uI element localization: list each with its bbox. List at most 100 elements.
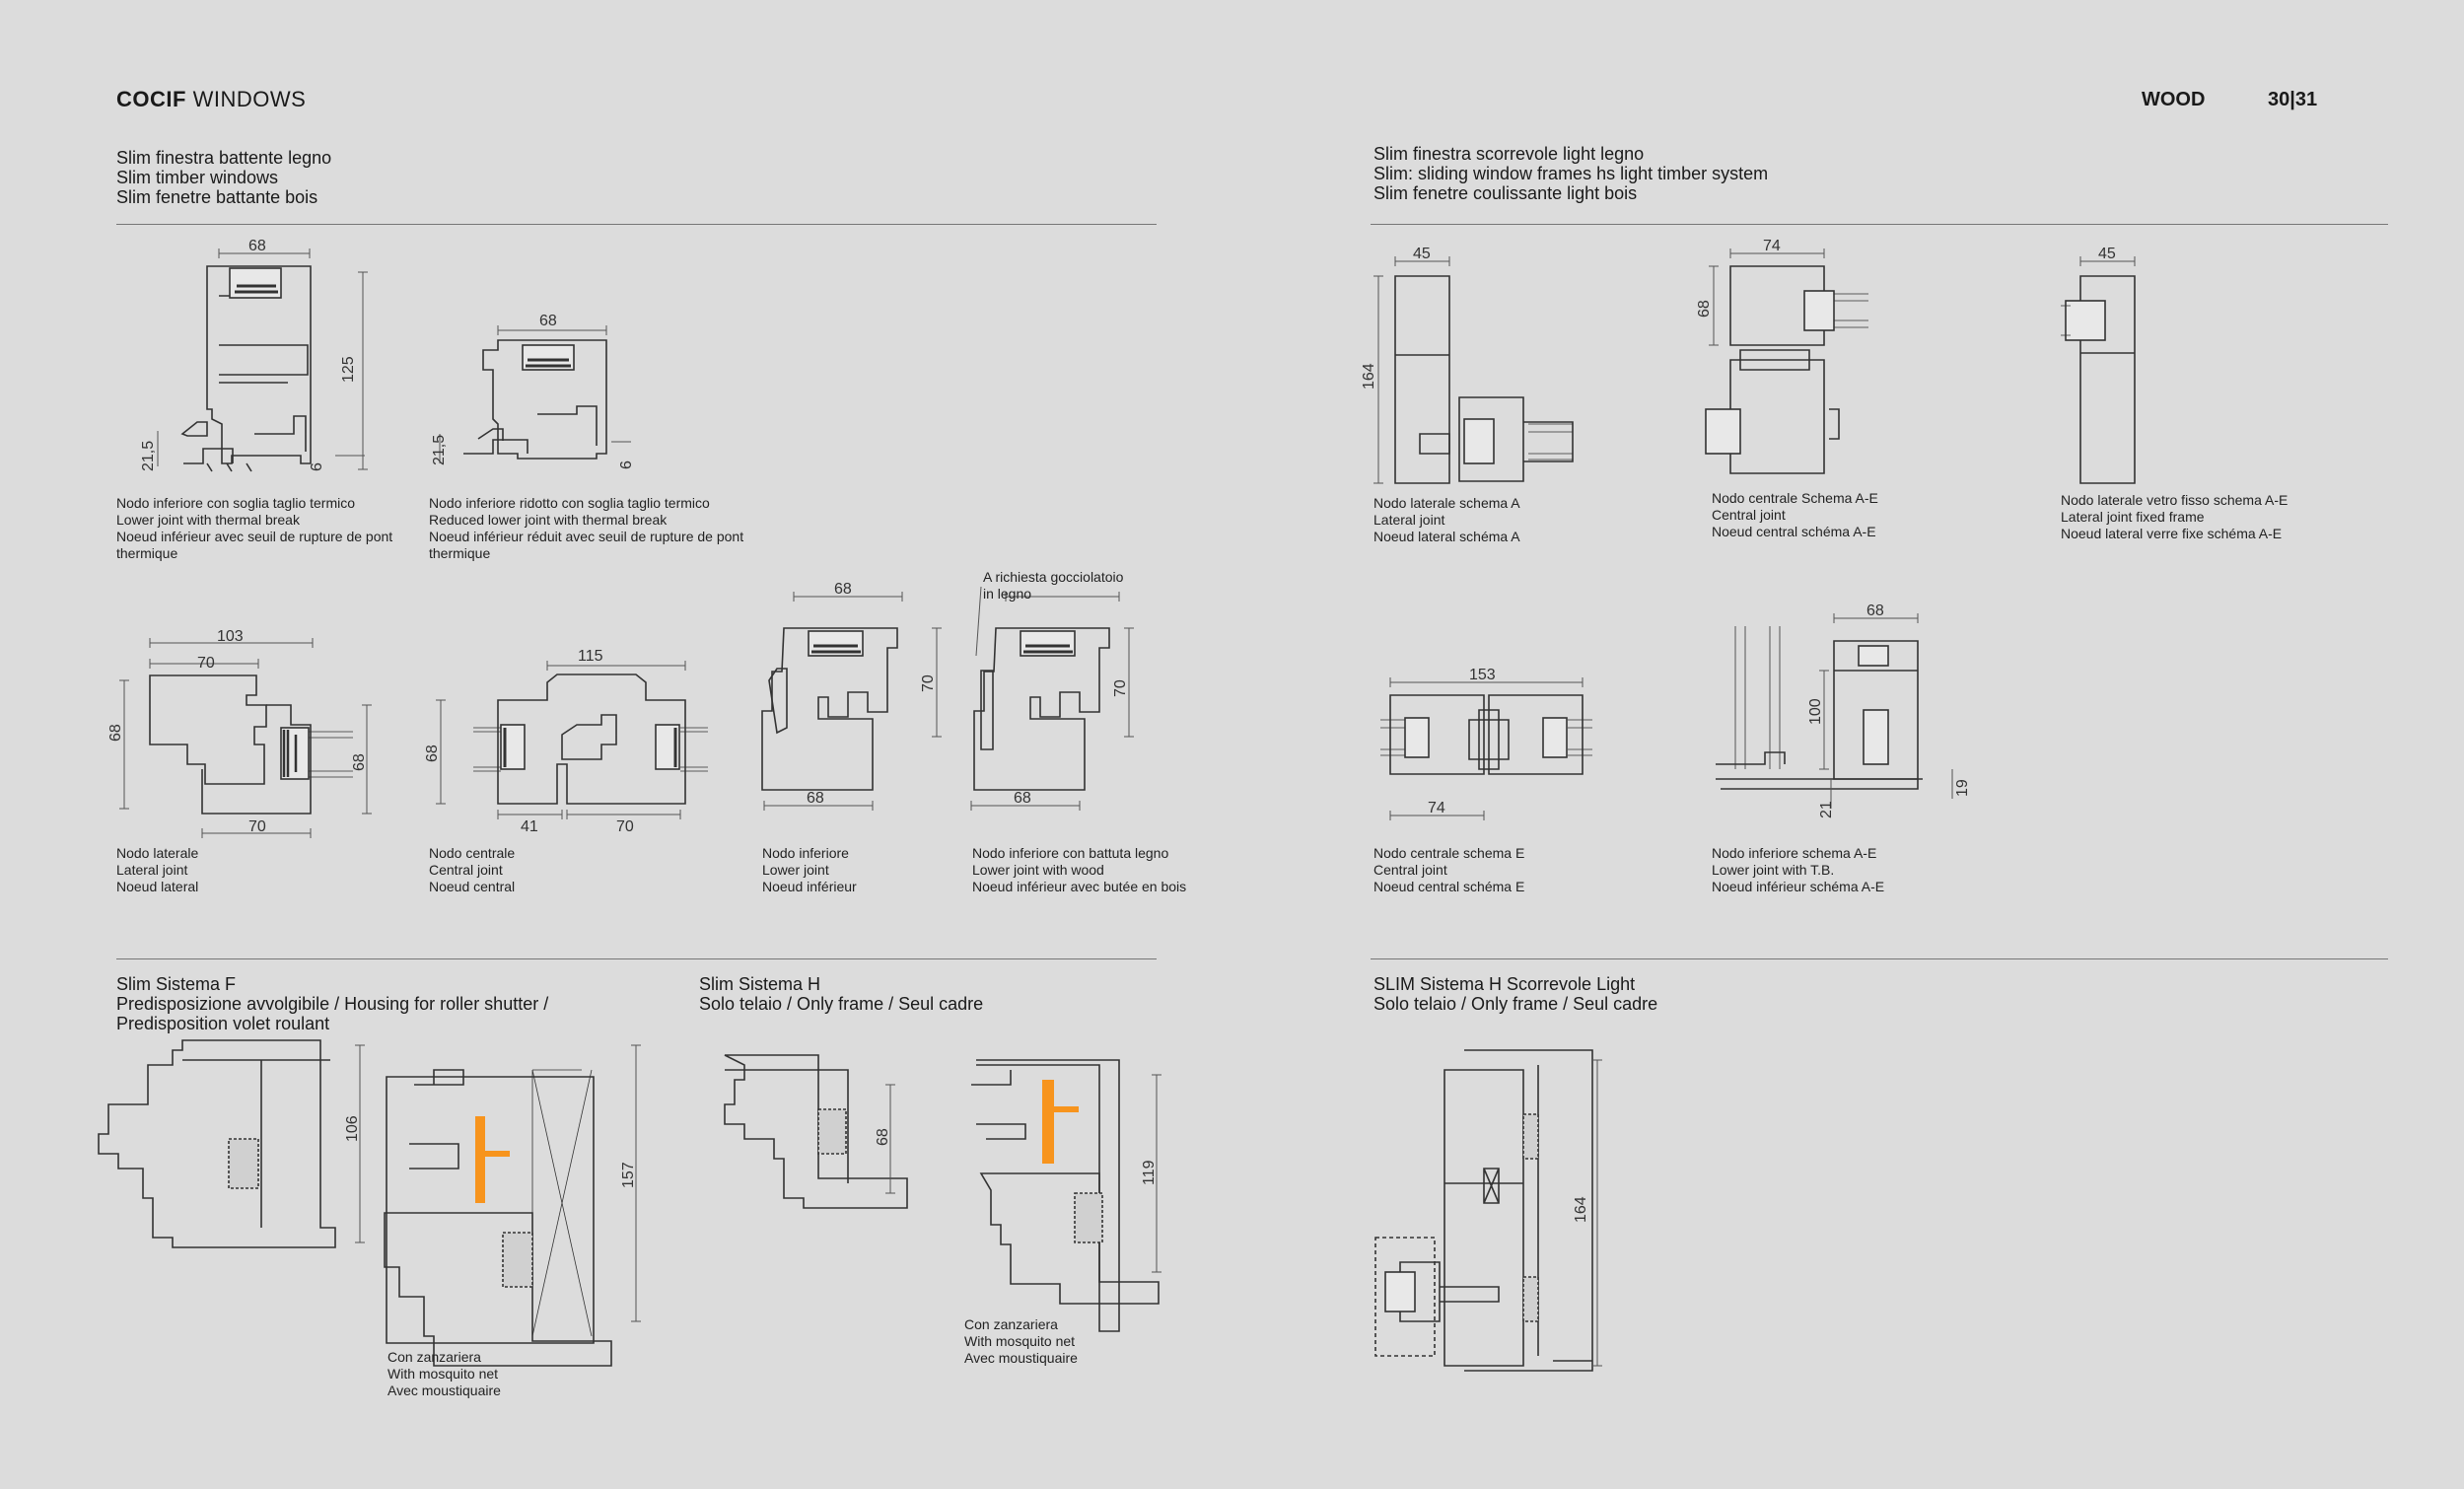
dim-68: 68 xyxy=(1014,790,1031,807)
drawing-lateral-joint xyxy=(149,674,353,815)
heading-line: Slim Sistema H xyxy=(699,974,821,994)
drawing-slide-lateral-fixed xyxy=(2061,275,2136,484)
caption-line: Nodo inferiore con soglia taglio termico xyxy=(116,495,356,511)
right-title-fr: Slim fenetre coulissante light bois xyxy=(1373,183,1638,203)
caption-line: Nodo laterale schema A xyxy=(1373,495,1520,511)
caption-line: Nodo centrale xyxy=(429,845,516,861)
dim-68: 68 xyxy=(1866,603,1884,619)
heading-line: Solo telaio / Only frame / Seul cadre xyxy=(1373,994,1658,1014)
drawing-slide-central-ae xyxy=(1705,265,1868,474)
dim-100: 100 xyxy=(1807,698,1824,725)
left-bottom-rule xyxy=(116,958,1157,959)
dim-45: 45 xyxy=(2098,246,2116,262)
caption-slide-lower-ae: Nodo inferiore schema A-E Lower joint wi… xyxy=(1712,845,1884,895)
caption-line: thermique xyxy=(429,545,491,561)
dim-45: 45 xyxy=(1413,246,1431,262)
dim-21: 21 xyxy=(1818,801,1835,818)
caption-line: Lower joint xyxy=(762,862,829,878)
caption-line: Central joint xyxy=(1712,507,1786,523)
caption-line: Lateral joint xyxy=(116,862,188,878)
annotation-line: A richiesta gocciolatoio xyxy=(983,569,1124,585)
caption-line: Lateral joint xyxy=(1373,512,1445,528)
caption-line: Noeud inférieur avec seuil de rupture de… xyxy=(116,529,393,544)
caption-line: Lower joint with T.B. xyxy=(1712,862,1835,878)
brand-light: WINDOWS xyxy=(185,87,307,111)
annotation-line: in legno xyxy=(983,586,1032,602)
caption-line: Noeud inférieur avec butée en bois xyxy=(972,879,1187,894)
caption-line: Nodo centrale Schema A-E xyxy=(1712,490,1878,506)
caption-line: Noeud central schéma E xyxy=(1373,879,1525,894)
caption-line: Nodo laterale vetro fisso schema A-E xyxy=(2061,492,2288,508)
caption-line: Nodo laterale xyxy=(116,845,199,861)
dim-68: 68 xyxy=(807,790,824,807)
dim-70: 70 xyxy=(920,674,937,692)
drawing-sistema-f xyxy=(98,1039,612,1367)
dim-164: 164 xyxy=(1361,363,1377,390)
right-title-it: Slim finestra scorrevole light legno xyxy=(1373,144,1645,164)
right-title-en: Slim: sliding window frames hs light tim… xyxy=(1373,164,1769,183)
caption-line: Avec moustiquaire xyxy=(387,1383,501,1398)
caption-line: Noeud inférieur schéma A-E xyxy=(1712,879,1885,894)
heading-line: Solo telaio / Only frame / Seul cadre xyxy=(699,994,984,1014)
caption-line: Nodo inferiore xyxy=(762,845,849,861)
sistema-f-heading: Slim Sistema F Predisposizione avvolgibi… xyxy=(116,974,548,1033)
drawing-lower-joint-wood xyxy=(973,627,1110,791)
heading-line: Slim Sistema F xyxy=(116,974,237,994)
dim-6: 6 xyxy=(618,461,635,469)
caption-line: With mosquito net xyxy=(964,1333,1076,1349)
dim-115: 115 xyxy=(578,648,603,665)
caption-line: Con zanzariera xyxy=(387,1349,481,1365)
category-label: WOOD xyxy=(2142,89,2206,110)
caption-line: Con zanzariera xyxy=(964,1316,1058,1332)
caption-line: Noeud lateral xyxy=(116,879,199,894)
drawing-slide-lower-ae xyxy=(1716,626,1923,790)
caption-slide-central-ae: Nodo centrale Schema A-E Central joint N… xyxy=(1712,490,1878,540)
caption-lateral: Nodo laterale Lateral joint Noeud latera… xyxy=(116,845,198,895)
dim-68: 68 xyxy=(539,313,557,329)
drawing-sistema-h xyxy=(724,1054,1160,1332)
dim-70: 70 xyxy=(197,655,215,672)
caption-line: Nodo centrale schema E xyxy=(1373,845,1525,861)
caption-line: Noeud inférieur réduit avec seuil de rup… xyxy=(429,529,744,544)
caption-central: Nodo centrale Central joint Noeud centra… xyxy=(429,845,515,895)
caption-line: Reduced lower joint with thermal break xyxy=(429,512,668,528)
caption-line: Nodo inferiore ridotto con soglia taglio… xyxy=(429,495,710,511)
dim-6: 6 xyxy=(309,462,325,471)
caption-line: Noeud inférieur xyxy=(762,879,857,894)
dim-153: 153 xyxy=(1469,667,1496,683)
page-number: 30|31 xyxy=(2268,89,2318,110)
caption-line: Central joint xyxy=(429,862,503,878)
dim-70: 70 xyxy=(248,818,266,835)
left-title-en: Slim timber windows xyxy=(116,168,279,187)
drawing-lower-joint xyxy=(761,627,898,791)
caption-line: Noeud lateral verre fixe schéma A-E xyxy=(2061,526,2283,541)
caption-line: Noeud central xyxy=(429,879,516,894)
drip-annotation: A richiesta gocciolatoio in legno xyxy=(983,569,1123,603)
caption-line: Central joint xyxy=(1373,862,1447,878)
dim-68: 68 xyxy=(351,753,368,771)
caption-slide-lateral-fixed: Nodo laterale vetro fisso schema A-E Lat… xyxy=(2061,492,2288,542)
caption-line: Lateral joint fixed frame xyxy=(2061,509,2205,525)
dim-68: 68 xyxy=(424,744,441,762)
dim-164: 164 xyxy=(1573,1196,1589,1223)
drawing-reduced-lower-joint xyxy=(463,339,607,460)
caption-slide-central-e: Nodo centrale schema E Central joint Noe… xyxy=(1373,845,1524,895)
caption-mosquito-f: Con zanzariera With mosquito net Avec mo… xyxy=(387,1349,501,1399)
drawing-lower-joint-thermal xyxy=(180,265,312,472)
left-title-fr: Slim fenetre battante bois xyxy=(116,187,318,207)
caption-lower: Nodo inferiore Lower joint Noeud inférie… xyxy=(762,845,857,895)
dim-21-5: 21,5 xyxy=(431,435,448,465)
drawing-slide-sistema-h xyxy=(1374,1049,1593,1372)
heading-line: Predisposition volet roulant xyxy=(116,1014,330,1033)
caption-line: With mosquito net xyxy=(387,1366,499,1382)
caption-reduced-lower: Nodo inferiore ridotto con soglia taglio… xyxy=(429,495,743,562)
dim-41: 41 xyxy=(521,818,538,835)
dim-68: 68 xyxy=(834,581,852,598)
dim-68: 68 xyxy=(1696,300,1713,318)
right-bottom-rule xyxy=(1371,958,2388,959)
dim-106: 106 xyxy=(344,1115,361,1142)
brand-bold: COCIF xyxy=(116,87,186,111)
caption-line: Lower joint with wood xyxy=(972,862,1104,878)
brand-title: COCIF WINDOWS xyxy=(116,87,306,112)
